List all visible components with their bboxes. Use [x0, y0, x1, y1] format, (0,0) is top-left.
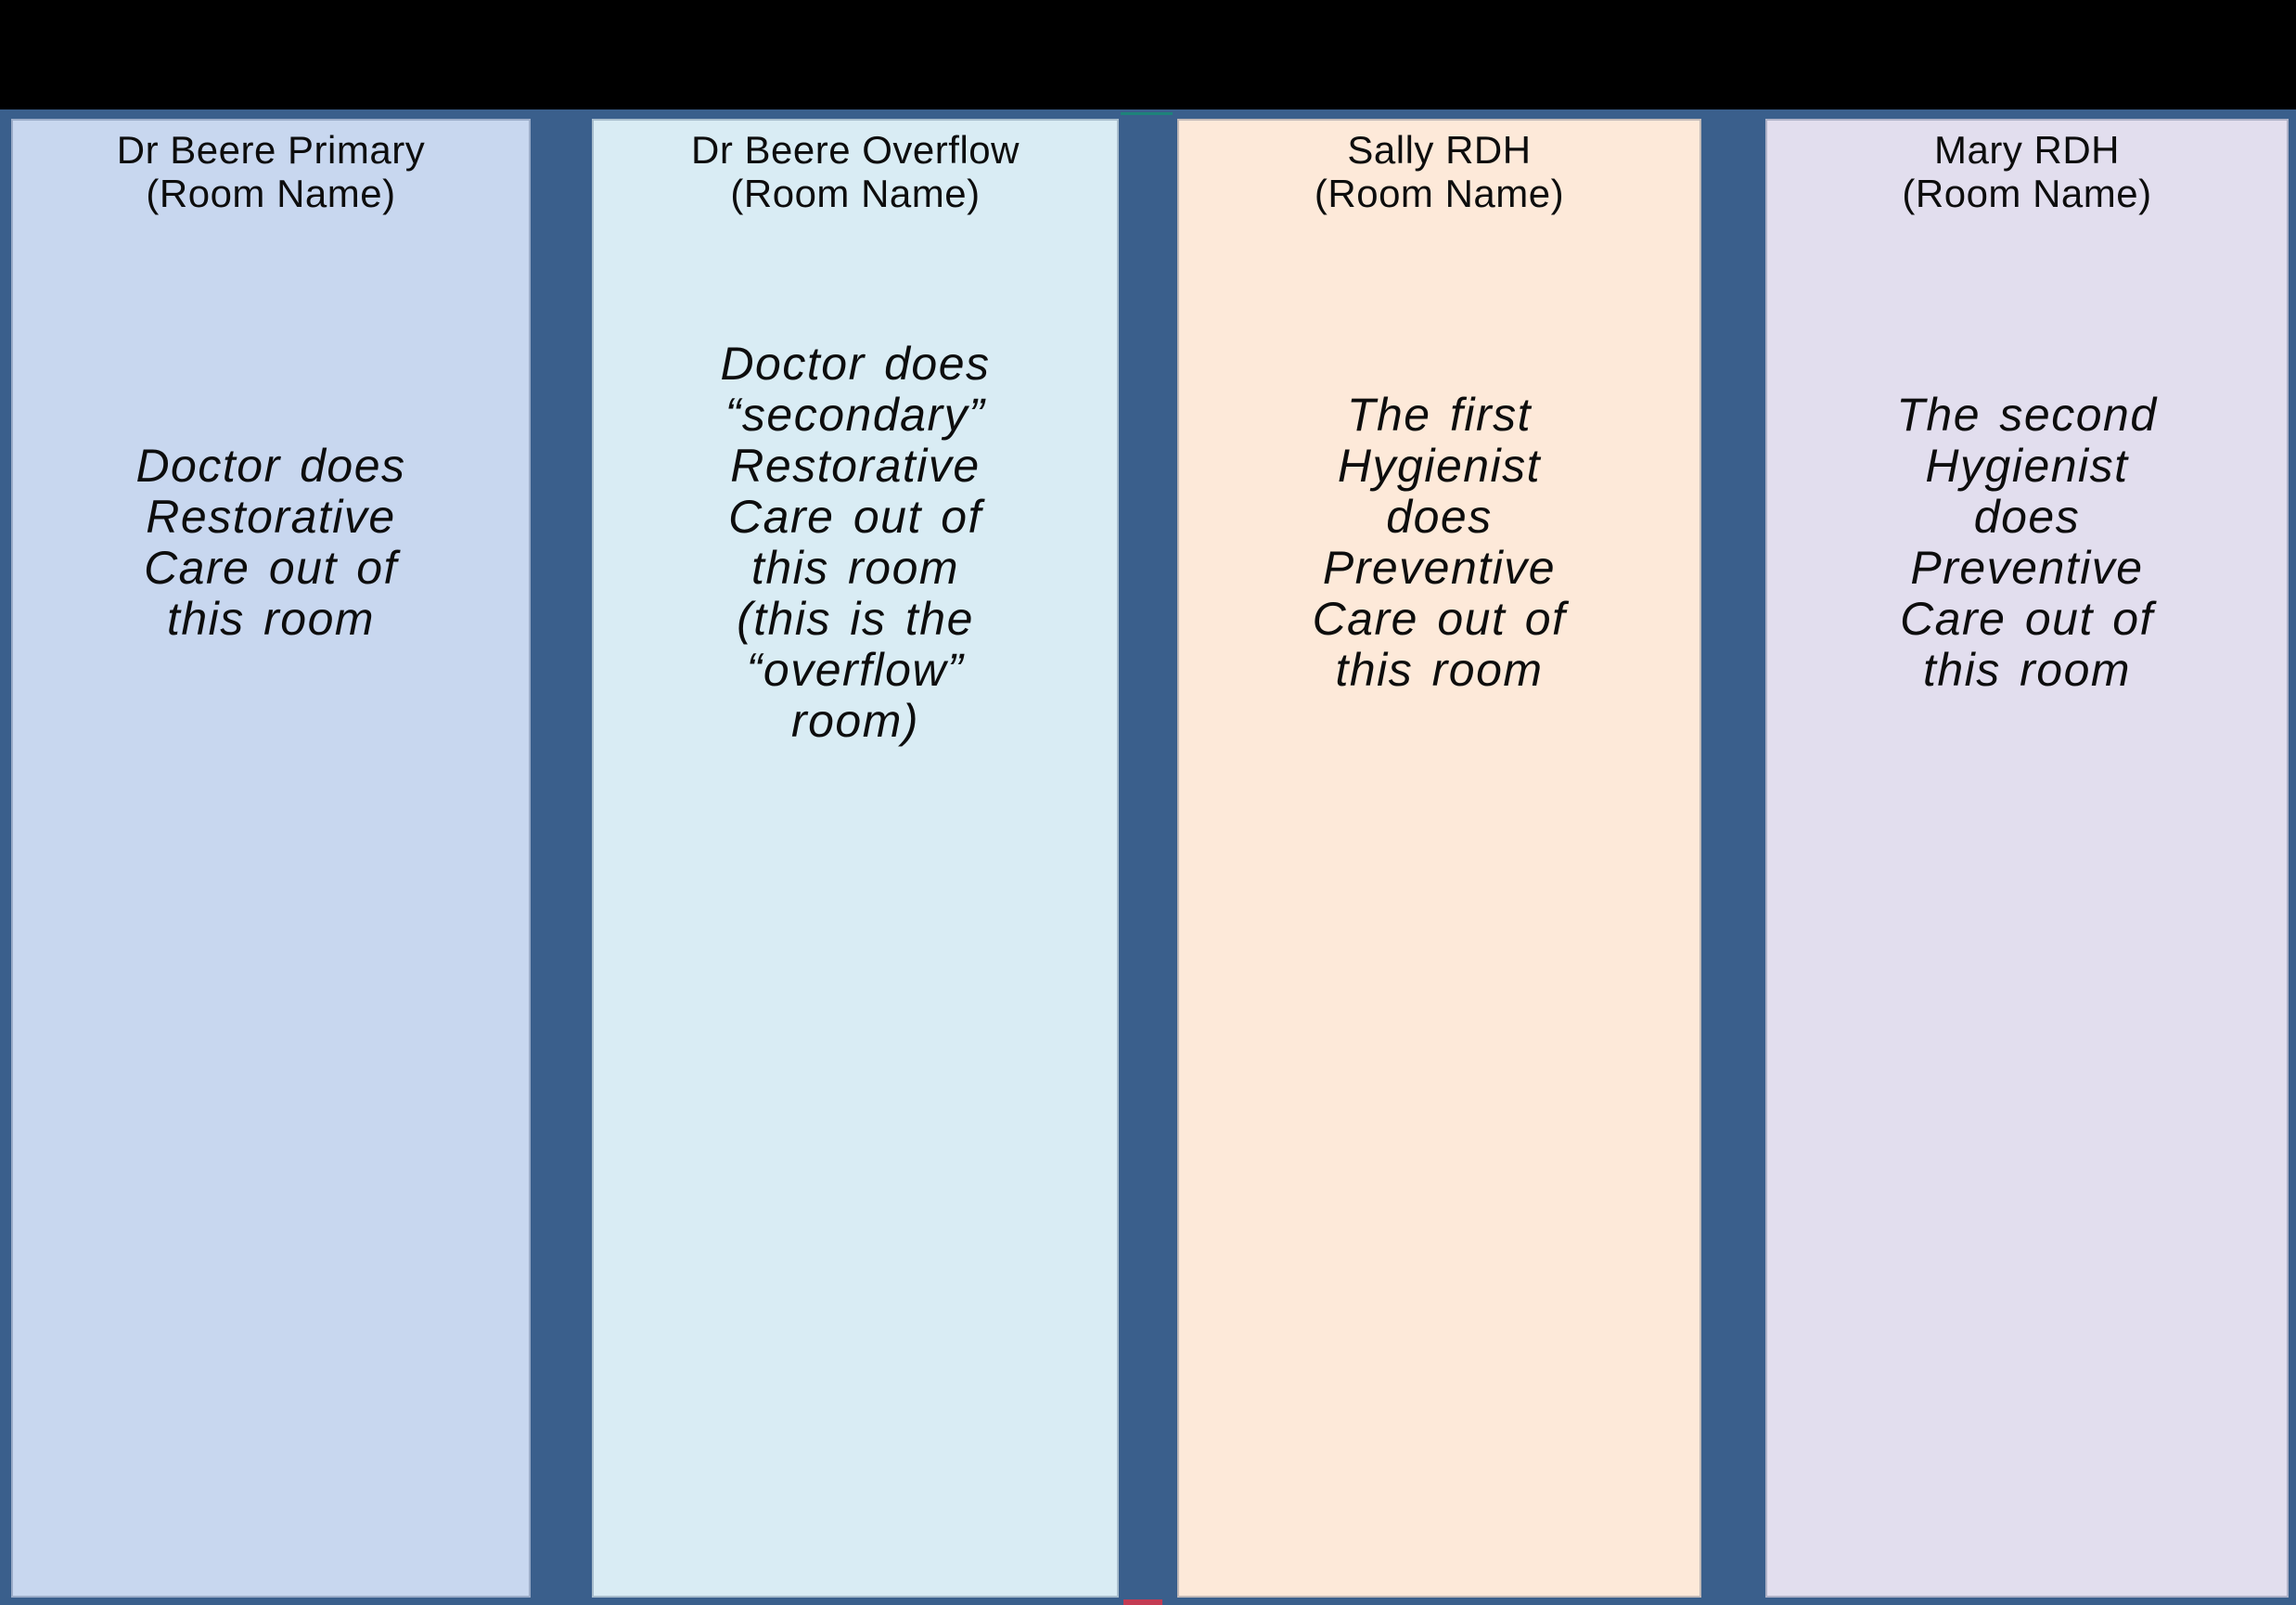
room-column-header: Dr Beere Overflow (Room Name): [691, 128, 1020, 215]
room-column-dr-beere-primary: Dr Beere Primary (Room Name) Doctor does…: [11, 119, 531, 1598]
room-column-description: Doctor does “secondary” Restorative Care…: [720, 338, 991, 747]
top-black-band: [0, 0, 2296, 109]
teal-accent-line: [1121, 112, 1173, 115]
red-accent-mark: [1123, 1599, 1162, 1605]
room-column-sally-rdh: Sally RDH (Room Name) The first Hygienis…: [1177, 119, 1701, 1598]
room-column-description: The second Hygienist does Preventive Car…: [1896, 389, 2158, 696]
room-column-dr-beere-overflow: Dr Beere Overflow (Room Name) Doctor doe…: [592, 119, 1119, 1598]
rooms-frame: Dr Beere Primary (Room Name) Doctor does…: [0, 109, 2296, 1605]
room-column-header: Sally RDH (Room Name): [1314, 128, 1565, 215]
room-column-header: Dr Beere Primary (Room Name): [116, 128, 426, 215]
room-column-header: Mary RDH (Room Name): [1902, 128, 2152, 215]
room-column-mary-rdh: Mary RDH (Room Name) The second Hygienis…: [1765, 119, 2289, 1598]
room-column-description: The first Hygienist does Preventive Care…: [1312, 389, 1567, 696]
room-column-description: Doctor does Restorative Care out of this…: [135, 440, 406, 645]
